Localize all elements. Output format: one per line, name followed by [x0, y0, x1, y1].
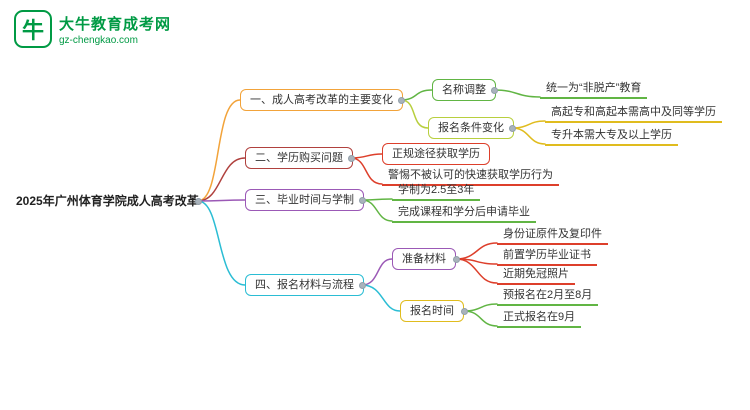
link-materials-leaf3	[455, 258, 498, 284]
expand-dot-branch1[interactable]	[398, 97, 405, 104]
node-prepare-materials[interactable]: 准备材料	[392, 248, 456, 270]
link-root-branch2	[197, 157, 246, 202]
logo-subtitle: gz-chengkao.com	[59, 34, 138, 46]
link-branch3-leaf1	[361, 198, 393, 201]
site-logo[interactable]: 牛 大牛教育成考网 gz-chengkao.com	[14, 10, 171, 48]
branch-graduation-time-schooling[interactable]: 三、毕业时间与学制	[245, 189, 364, 211]
link-branch3-leaf2	[361, 199, 393, 222]
leaf-official-registration-period[interactable]: 正式报名在9月	[497, 309, 582, 328]
expand-dot-time[interactable]	[461, 308, 468, 315]
leaf-college-requirement[interactable]: 专升本需大专及以上学历	[545, 127, 678, 146]
logo-title: 大牛教育成考网	[59, 15, 172, 33]
cow-icon: 牛	[14, 10, 52, 48]
link-root-branch4	[197, 200, 246, 286]
link-branch4-materials	[361, 258, 393, 286]
expand-dot-branch3[interactable]	[359, 197, 366, 204]
leaf-schooling-duration[interactable]: 学制为2.5至3年	[392, 182, 481, 201]
expand-dot-branch4[interactable]	[359, 282, 366, 289]
expand-dot-root[interactable]	[195, 198, 202, 205]
root-topic[interactable]: 2025年广州体育学院成人高考改革	[16, 194, 199, 208]
node-name-adjustment[interactable]: 名称调整	[432, 79, 496, 101]
leaf-highschool-requirement[interactable]: 高起专和高起本需高中及同等学历	[545, 104, 722, 123]
link-condition-leaf2	[511, 127, 546, 145]
link-branch1-name-adjust	[400, 89, 433, 101]
expand-dot-condition-change[interactable]	[509, 125, 516, 132]
leaf-recent-photo[interactable]: 近期免冠照片	[497, 266, 575, 285]
link-branch4-time	[361, 284, 401, 312]
branch-diploma-purchase-issue[interactable]: 二、学历购买问题	[245, 147, 353, 169]
logo-text: 大牛教育成考网 gz-chengkao.com	[59, 13, 171, 46]
leaf-previous-diploma[interactable]: 前置学历毕业证书	[497, 247, 597, 266]
leaf-beware-fast-diploma[interactable]: 警惕不被认可的快速获取学历行为	[382, 167, 559, 186]
node-registration-condition-change[interactable]: 报名条件变化	[428, 117, 514, 139]
link-materials-leaf1	[455, 242, 498, 260]
expand-dot-name-adjustment[interactable]	[491, 87, 498, 94]
link-time-leaf2	[463, 310, 498, 327]
link-branch2-leaf1	[350, 153, 383, 159]
expand-dot-materials[interactable]	[453, 256, 460, 263]
leaf-id-card-copy[interactable]: 身份证原件及复印件	[497, 226, 608, 245]
link-name-adjust-leaf	[493, 89, 541, 98]
branch-registration-materials-process[interactable]: 四、报名材料与流程	[245, 274, 364, 296]
expand-dot-branch2[interactable]	[348, 155, 355, 162]
leaf-unified-nontuoshan-education[interactable]: 统一为“非脱产”教育	[540, 80, 648, 99]
link-branch2-leaf2	[350, 157, 383, 185]
node-registration-time[interactable]: 报名时间	[400, 300, 464, 322]
link-condition-leaf1	[511, 120, 546, 129]
branch-reform-main-changes[interactable]: 一、成人高考改革的主要变化	[240, 89, 403, 111]
link-root-branch1	[197, 99, 241, 202]
link-branch1-condition-change	[400, 99, 429, 129]
leaf-apply-graduation[interactable]: 完成课程和学分后申请毕业	[392, 204, 536, 223]
leaf-legitimate-channels[interactable]: 正规途径获取学历	[382, 143, 490, 165]
leaf-pre-registration-period[interactable]: 预报名在2月至8月	[497, 287, 599, 306]
link-time-leaf1	[463, 303, 498, 312]
link-root-branch3	[197, 199, 246, 202]
